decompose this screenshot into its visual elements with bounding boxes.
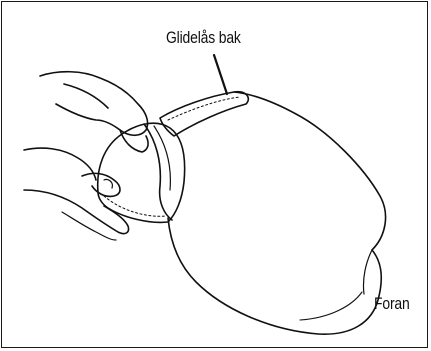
lower-hand-thumbnail: [104, 179, 112, 188]
flap-fold-inner: [154, 126, 170, 190]
footmuff-crease: [363, 250, 372, 294]
leader-line-zipper: [214, 55, 227, 94]
footmuff-body: [168, 92, 386, 334]
callout-zipper-back: Glidelås bak: [166, 28, 241, 48]
upper-hand: [40, 72, 148, 136]
callout-front: Foran: [374, 294, 410, 314]
lining-opening: [98, 123, 185, 222]
zipper-flap: [160, 92, 248, 136]
lining-seam: [104, 196, 166, 216]
flap-fold: [144, 124, 172, 220]
footmuff-crease-lower: [300, 292, 362, 320]
